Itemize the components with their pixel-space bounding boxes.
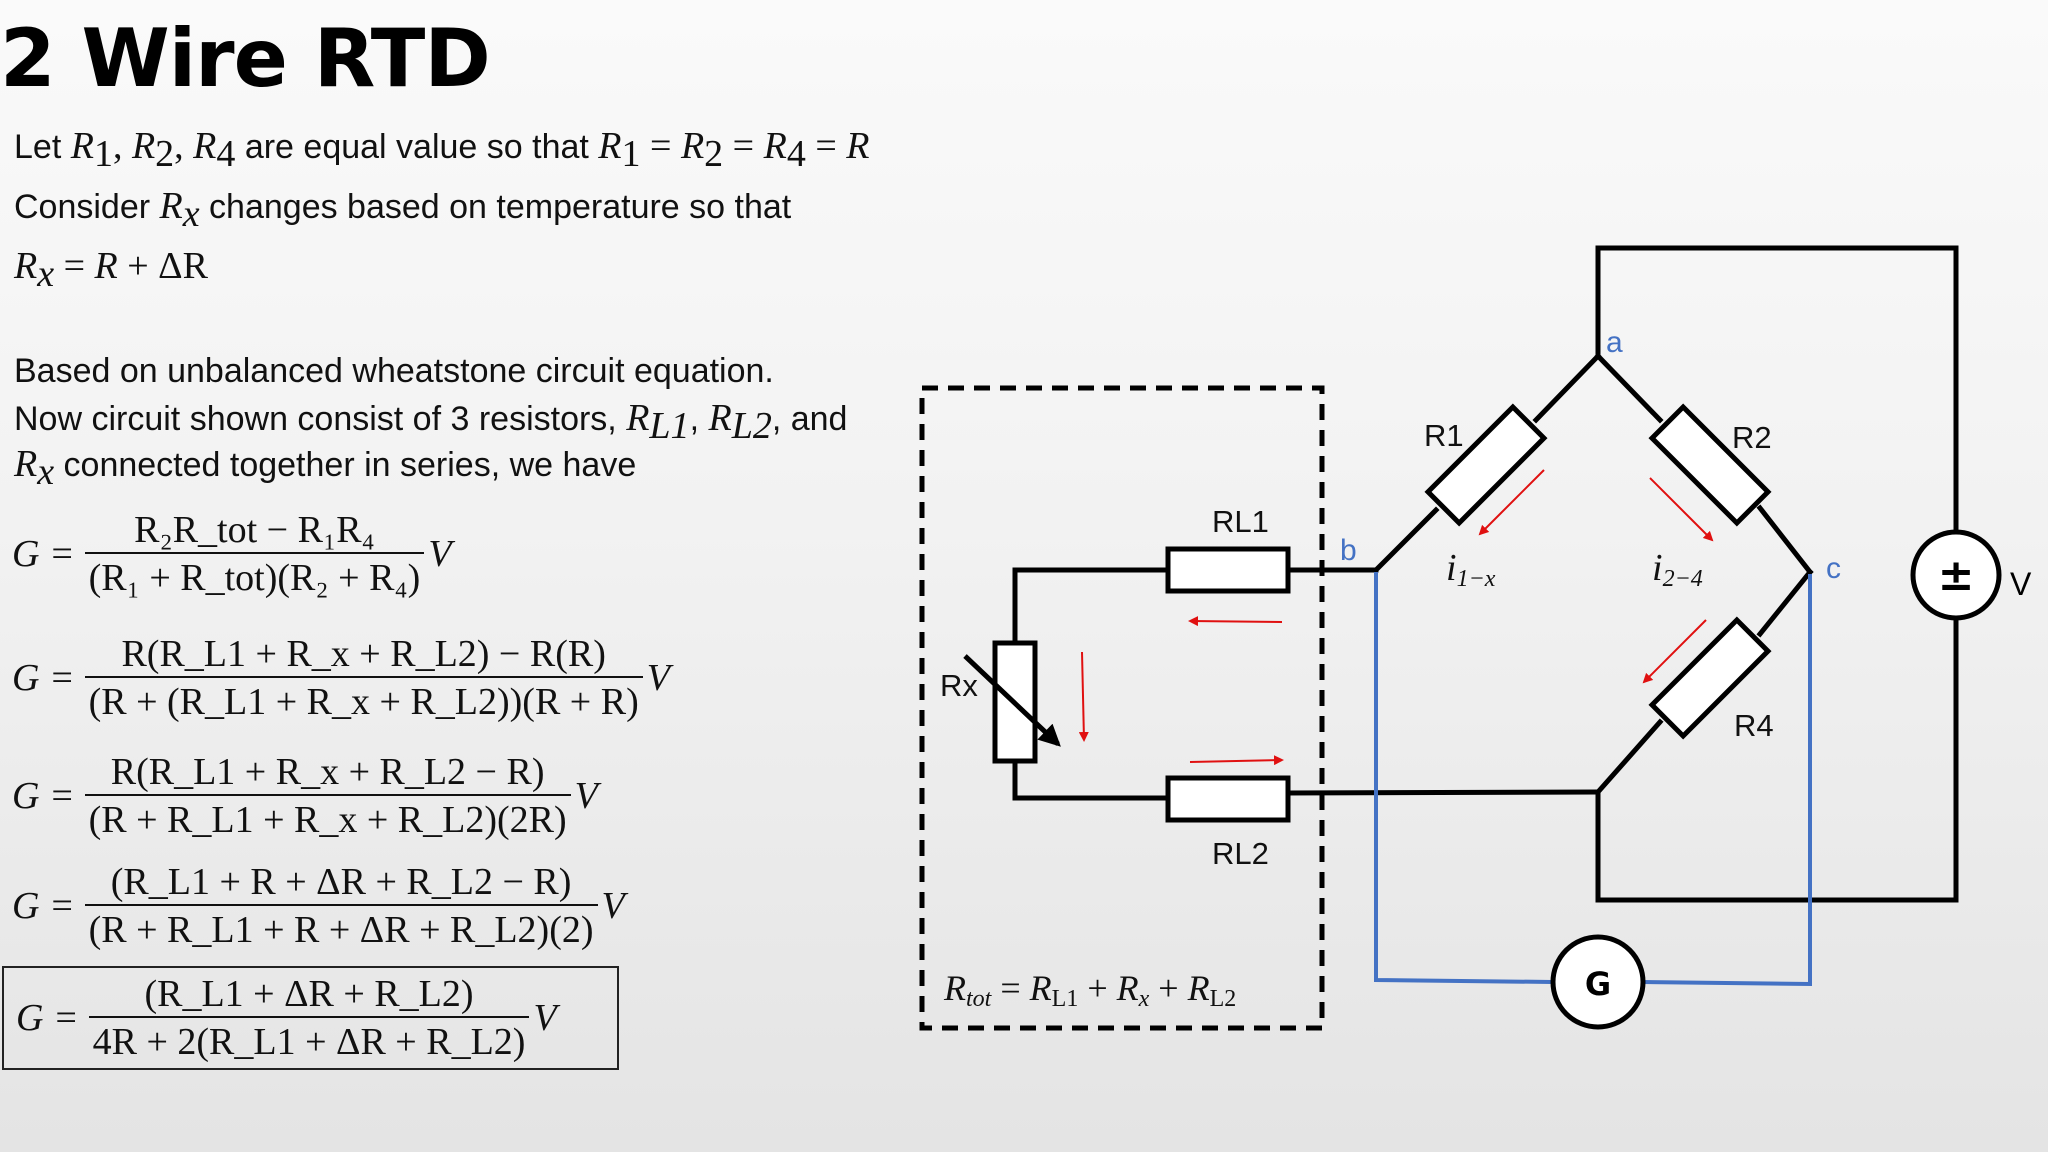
label-r4: R4 bbox=[1734, 708, 1774, 743]
equation-1-numerator: R₂R_tot − R₁R₄ bbox=[134, 509, 375, 551]
galvanometer-wire-c bbox=[1641, 574, 1812, 987]
wire-r2-c bbox=[1756, 504, 1814, 576]
label-rx: Rx bbox=[940, 668, 978, 703]
page-title: 2 Wire RTD bbox=[0, 12, 491, 105]
wire-a-r2 bbox=[1594, 352, 1664, 424]
equation-2-denominator: (R + (R_L1 + R_x + R_L2))(R + R) bbox=[84, 676, 643, 724]
current-arrow-r1 bbox=[1478, 469, 1545, 536]
text-line-3: Rx = R + ΔR bbox=[14, 245, 208, 295]
text-line-2: Consider Rx changes based on temperature… bbox=[14, 185, 792, 235]
equation-4: G = (R_L1 + R + ΔR + R_L2 − R)(R + R_L1 … bbox=[12, 861, 625, 952]
node-c-label: c bbox=[1826, 552, 1841, 585]
galvanometer-icon bbox=[1550, 934, 1646, 1030]
text-line-4: Based on unbalanced wheatstone circuit e… bbox=[14, 352, 774, 390]
wire-source-d bbox=[1595, 617, 1959, 903]
resistor-rl1 bbox=[1165, 546, 1291, 594]
equation-3-numerator: R(R_L1 + R_x + R_L2 − R) bbox=[110, 751, 545, 793]
node-a-label: a bbox=[1606, 326, 1623, 359]
voltage-source-icon bbox=[1910, 529, 2002, 621]
current-label-i24: i2−4 bbox=[1652, 547, 1703, 592]
equation-2-numerator: R(R_L1 + R_x + R_L2) − R(R) bbox=[121, 633, 606, 675]
wire-r4-d bbox=[1594, 718, 1664, 796]
equation-5-denominator: 4R + 2(R_L1 + ΔR + R_L2) bbox=[88, 1016, 530, 1064]
galvanometer-label: G bbox=[1585, 965, 1611, 1003]
text-line-6: Rx connected together in series, we have bbox=[14, 443, 637, 493]
label-rl2: RL2 bbox=[1212, 836, 1269, 871]
source-label: V bbox=[2010, 566, 2032, 602]
current-arrow-rx bbox=[1078, 651, 1089, 742]
resistor-rl2 bbox=[1165, 775, 1291, 823]
label-rl1: RL1 bbox=[1212, 504, 1269, 539]
current-arrow-rl2 bbox=[1189, 755, 1284, 766]
source-symbol: ± bbox=[1938, 550, 1975, 601]
equation-1-denominator: (R₁ + R_tot)(R₂ + R₄) bbox=[84, 552, 425, 600]
equation-5-numerator: (R_L1 + ΔR + R_L2) bbox=[144, 973, 474, 1015]
variable-arrow-icon bbox=[963, 654, 1061, 747]
wire-r1-a bbox=[1532, 352, 1602, 424]
equation-1: G = R₂R_tot − R₁R₄(R₁ + R_tot)(R₂ + R₄) … bbox=[12, 509, 452, 600]
equation-4-denominator: (R + R_L1 + R + ΔR + R_L2)(2) bbox=[84, 904, 598, 952]
equation-3-denominator: (R + R_L1 + R_x + R_L2)(2R) bbox=[84, 794, 571, 842]
current-label-i1x: i1−x bbox=[1446, 547, 1496, 592]
lead-wire-box bbox=[919, 385, 1325, 1031]
node-b-label: b bbox=[1340, 534, 1357, 567]
current-arrow-r4 bbox=[1642, 619, 1707, 684]
equation-4-numerator: (R_L1 + R + ΔR + R_L2 − R) bbox=[110, 861, 572, 903]
wire-rx-rl1 bbox=[1012, 567, 1171, 646]
equation-3: G = R(R_L1 + R_x + R_L2 − R)(R + R_L1 + … bbox=[12, 751, 598, 842]
resistor-r1 bbox=[1424, 403, 1548, 527]
label-r2: R2 bbox=[1732, 420, 1772, 455]
label-r1: R1 bbox=[1424, 418, 1464, 453]
galvanometer-wire-b bbox=[1374, 572, 1553, 984]
text-line-1: Let R1, R2, R4 are equal value so that R… bbox=[14, 125, 870, 175]
rtot-equation: Rtot = RL1 + Rx + RL2 bbox=[943, 968, 1236, 1012]
wire-c-r4 bbox=[1756, 568, 1814, 638]
equation-final-boxed: G = (R_L1 + ΔR + R_L2)4R + 2(R_L1 + ΔR +… bbox=[2, 966, 619, 1070]
wire-rl2-d bbox=[1285, 789, 1601, 796]
equation-2: G = R(R_L1 + R_x + R_L2) − R(R)(R + (R_L… bbox=[12, 633, 670, 724]
wire-b-r1 bbox=[1372, 506, 1440, 574]
current-arrow-rl1 bbox=[1188, 616, 1283, 627]
current-arrow-r2 bbox=[1649, 477, 1714, 542]
wire-a-source bbox=[1595, 245, 1959, 533]
text-line-5: Now circuit shown consist of 3 resistors… bbox=[14, 397, 848, 447]
resistor-r4 bbox=[1648, 616, 1772, 740]
resistor-r2 bbox=[1648, 403, 1772, 527]
